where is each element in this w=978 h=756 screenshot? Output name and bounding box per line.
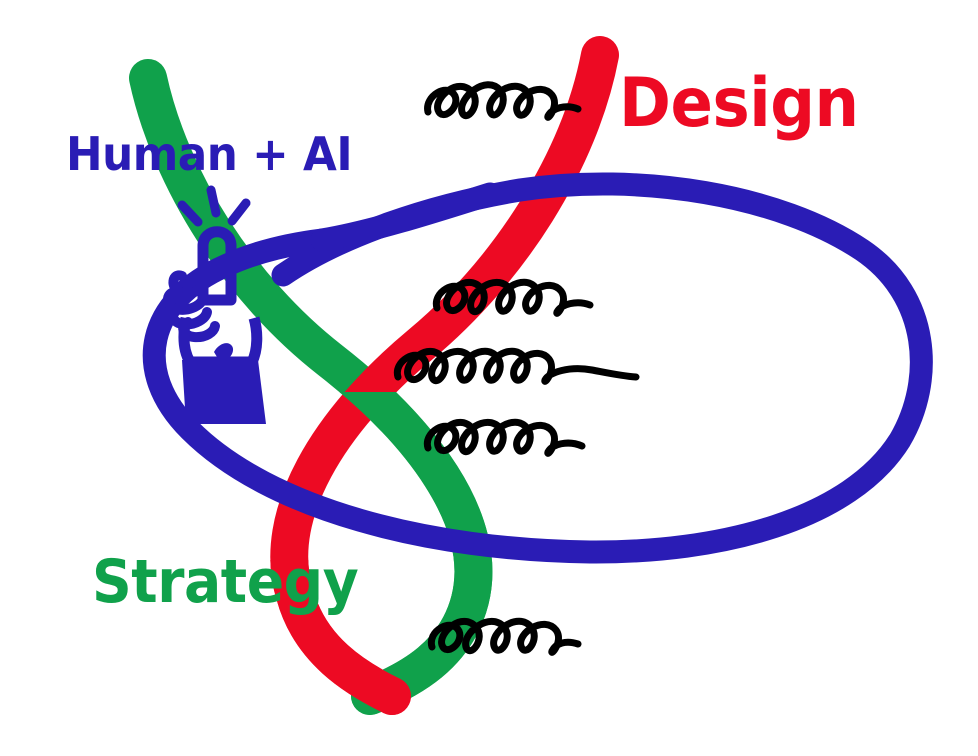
scribble-mid-upper xyxy=(432,278,594,317)
pointing-hand-icon xyxy=(163,185,266,424)
label-human-ai: Human + AI xyxy=(66,127,353,181)
sleeve-cuff xyxy=(182,360,266,424)
label-design: Design xyxy=(619,64,859,143)
design-ribbon-bottom-segment xyxy=(270,560,411,715)
scribble-bottom xyxy=(427,617,582,656)
sparkle-icon xyxy=(177,185,251,227)
label-strategy: Strategy xyxy=(92,547,359,617)
scribble-mid-lower xyxy=(423,418,586,457)
scribble-mid-center xyxy=(393,347,640,385)
scribble-marks xyxy=(393,81,640,656)
human-ai-lasso xyxy=(142,172,933,564)
scribble-top xyxy=(424,81,582,121)
